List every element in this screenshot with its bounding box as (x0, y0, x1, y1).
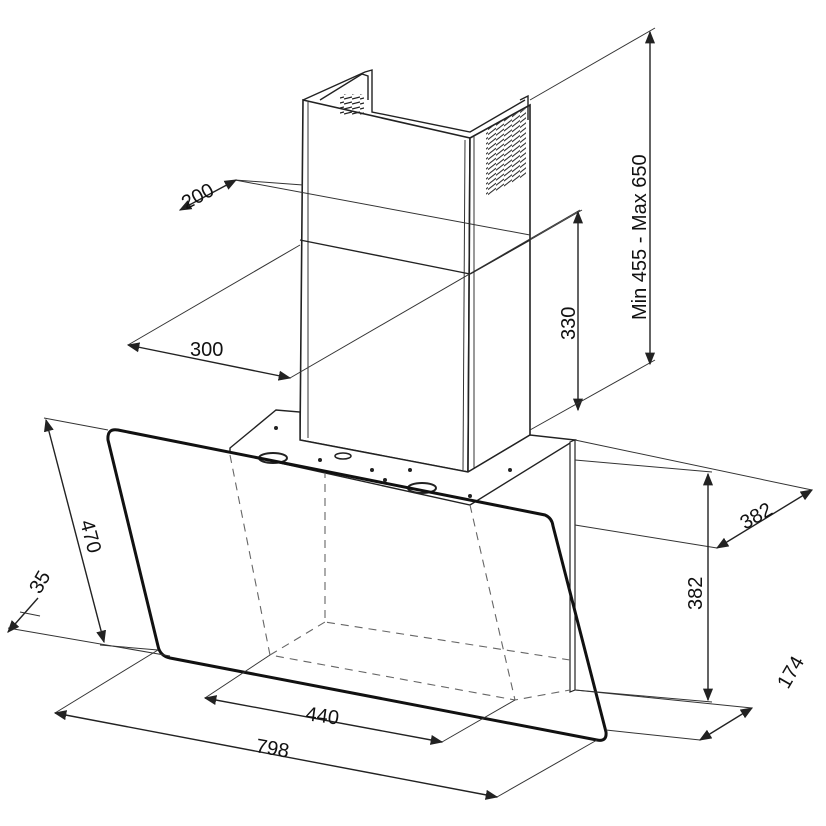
hood-body (229, 409, 578, 693)
screw-hole (370, 468, 374, 472)
glass-panel (106, 428, 608, 742)
dim-label-798: 798 (254, 735, 291, 762)
screw-hole (468, 494, 472, 498)
dim-label-35: 35 (25, 567, 55, 597)
dim-label-440: 440 (304, 703, 340, 729)
chimney-back-vent (340, 94, 364, 116)
dim-label-300: 300 (190, 339, 223, 361)
dim-label-382-height: 382 (685, 577, 707, 610)
chimney (299, 69, 531, 474)
dim-label-200: 200 (178, 179, 218, 214)
hidden-lines (229, 454, 571, 701)
dimension-lines (7, 27, 814, 800)
screw-hole (383, 478, 387, 482)
dim-label-382-depth: 382 (737, 499, 777, 535)
chimney-bracket (319, 73, 369, 101)
chimney-top-rim (302, 69, 526, 133)
chimney-front-face (299, 98, 471, 473)
screw-hole (508, 468, 512, 472)
screw-hole (408, 468, 412, 472)
hood-back-panel (569, 439, 576, 693)
dim-label-174: 174 (773, 653, 809, 693)
screw-hole (274, 426, 278, 430)
chimney-bracket (519, 94, 529, 120)
dim-label-330: 330 (558, 307, 580, 340)
hood-outlet-hole (334, 452, 352, 460)
chimney-side-vent (486, 108, 526, 198)
dim-label-chimney-range: Min 455 - Max 650 (629, 154, 651, 320)
screw-hole (318, 458, 322, 462)
hood-top-plate (229, 409, 578, 506)
chimney-section-split (299, 239, 471, 275)
chimney-edge-line (462, 139, 466, 471)
